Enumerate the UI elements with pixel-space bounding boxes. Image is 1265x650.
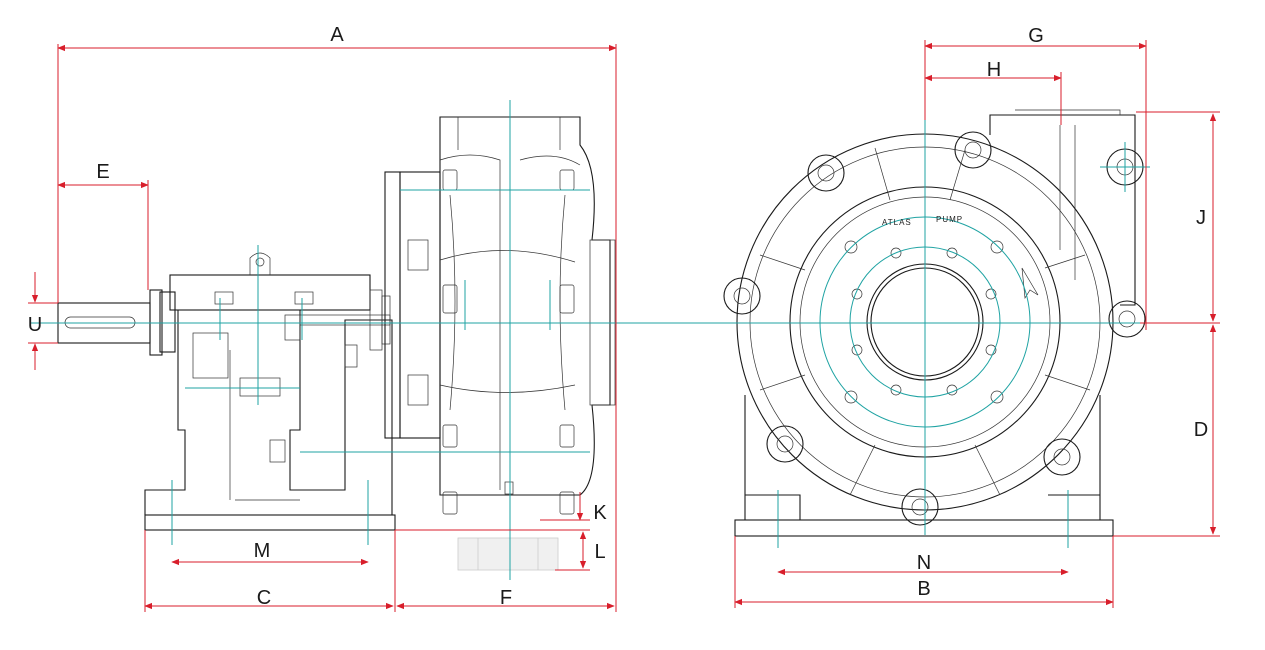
label-c: C [257, 587, 271, 609]
label-j: J [1196, 207, 1206, 229]
front-view: ATLAS PUMP [685, 109, 1160, 548]
bearing-base-plate [144, 514, 396, 531]
dimension-lines [28, 40, 1220, 612]
label-h: H [987, 59, 1001, 81]
label-n: N [917, 552, 931, 574]
label-k: K [593, 502, 607, 524]
label-e: E [96, 161, 109, 183]
casing-base-plate [734, 519, 1114, 537]
label-m: M [254, 540, 271, 562]
label-d: D [1194, 419, 1208, 441]
casing-text-left: ATLAS [882, 218, 912, 227]
bearing-housing [169, 274, 371, 311]
discharge-branch [989, 114, 1136, 306]
label-b: B [917, 578, 930, 600]
side-view [30, 100, 685, 580]
rotation-arrow-icon [1021, 267, 1039, 300]
bearing-pedestal [144, 309, 393, 515]
label-f: F [500, 587, 512, 609]
dimension-labels: A E U M C F K L G H J D N B [28, 24, 1208, 609]
casing-text-right: PUMP [936, 215, 963, 224]
label-l: L [594, 541, 605, 563]
label-g: G [1028, 25, 1044, 47]
label-u: U [28, 314, 42, 336]
bearing-end-cover [159, 291, 176, 353]
casing-bolt-lugs [723, 131, 1146, 526]
label-a: A [330, 24, 344, 46]
suction-flange-bolts [844, 240, 1004, 404]
